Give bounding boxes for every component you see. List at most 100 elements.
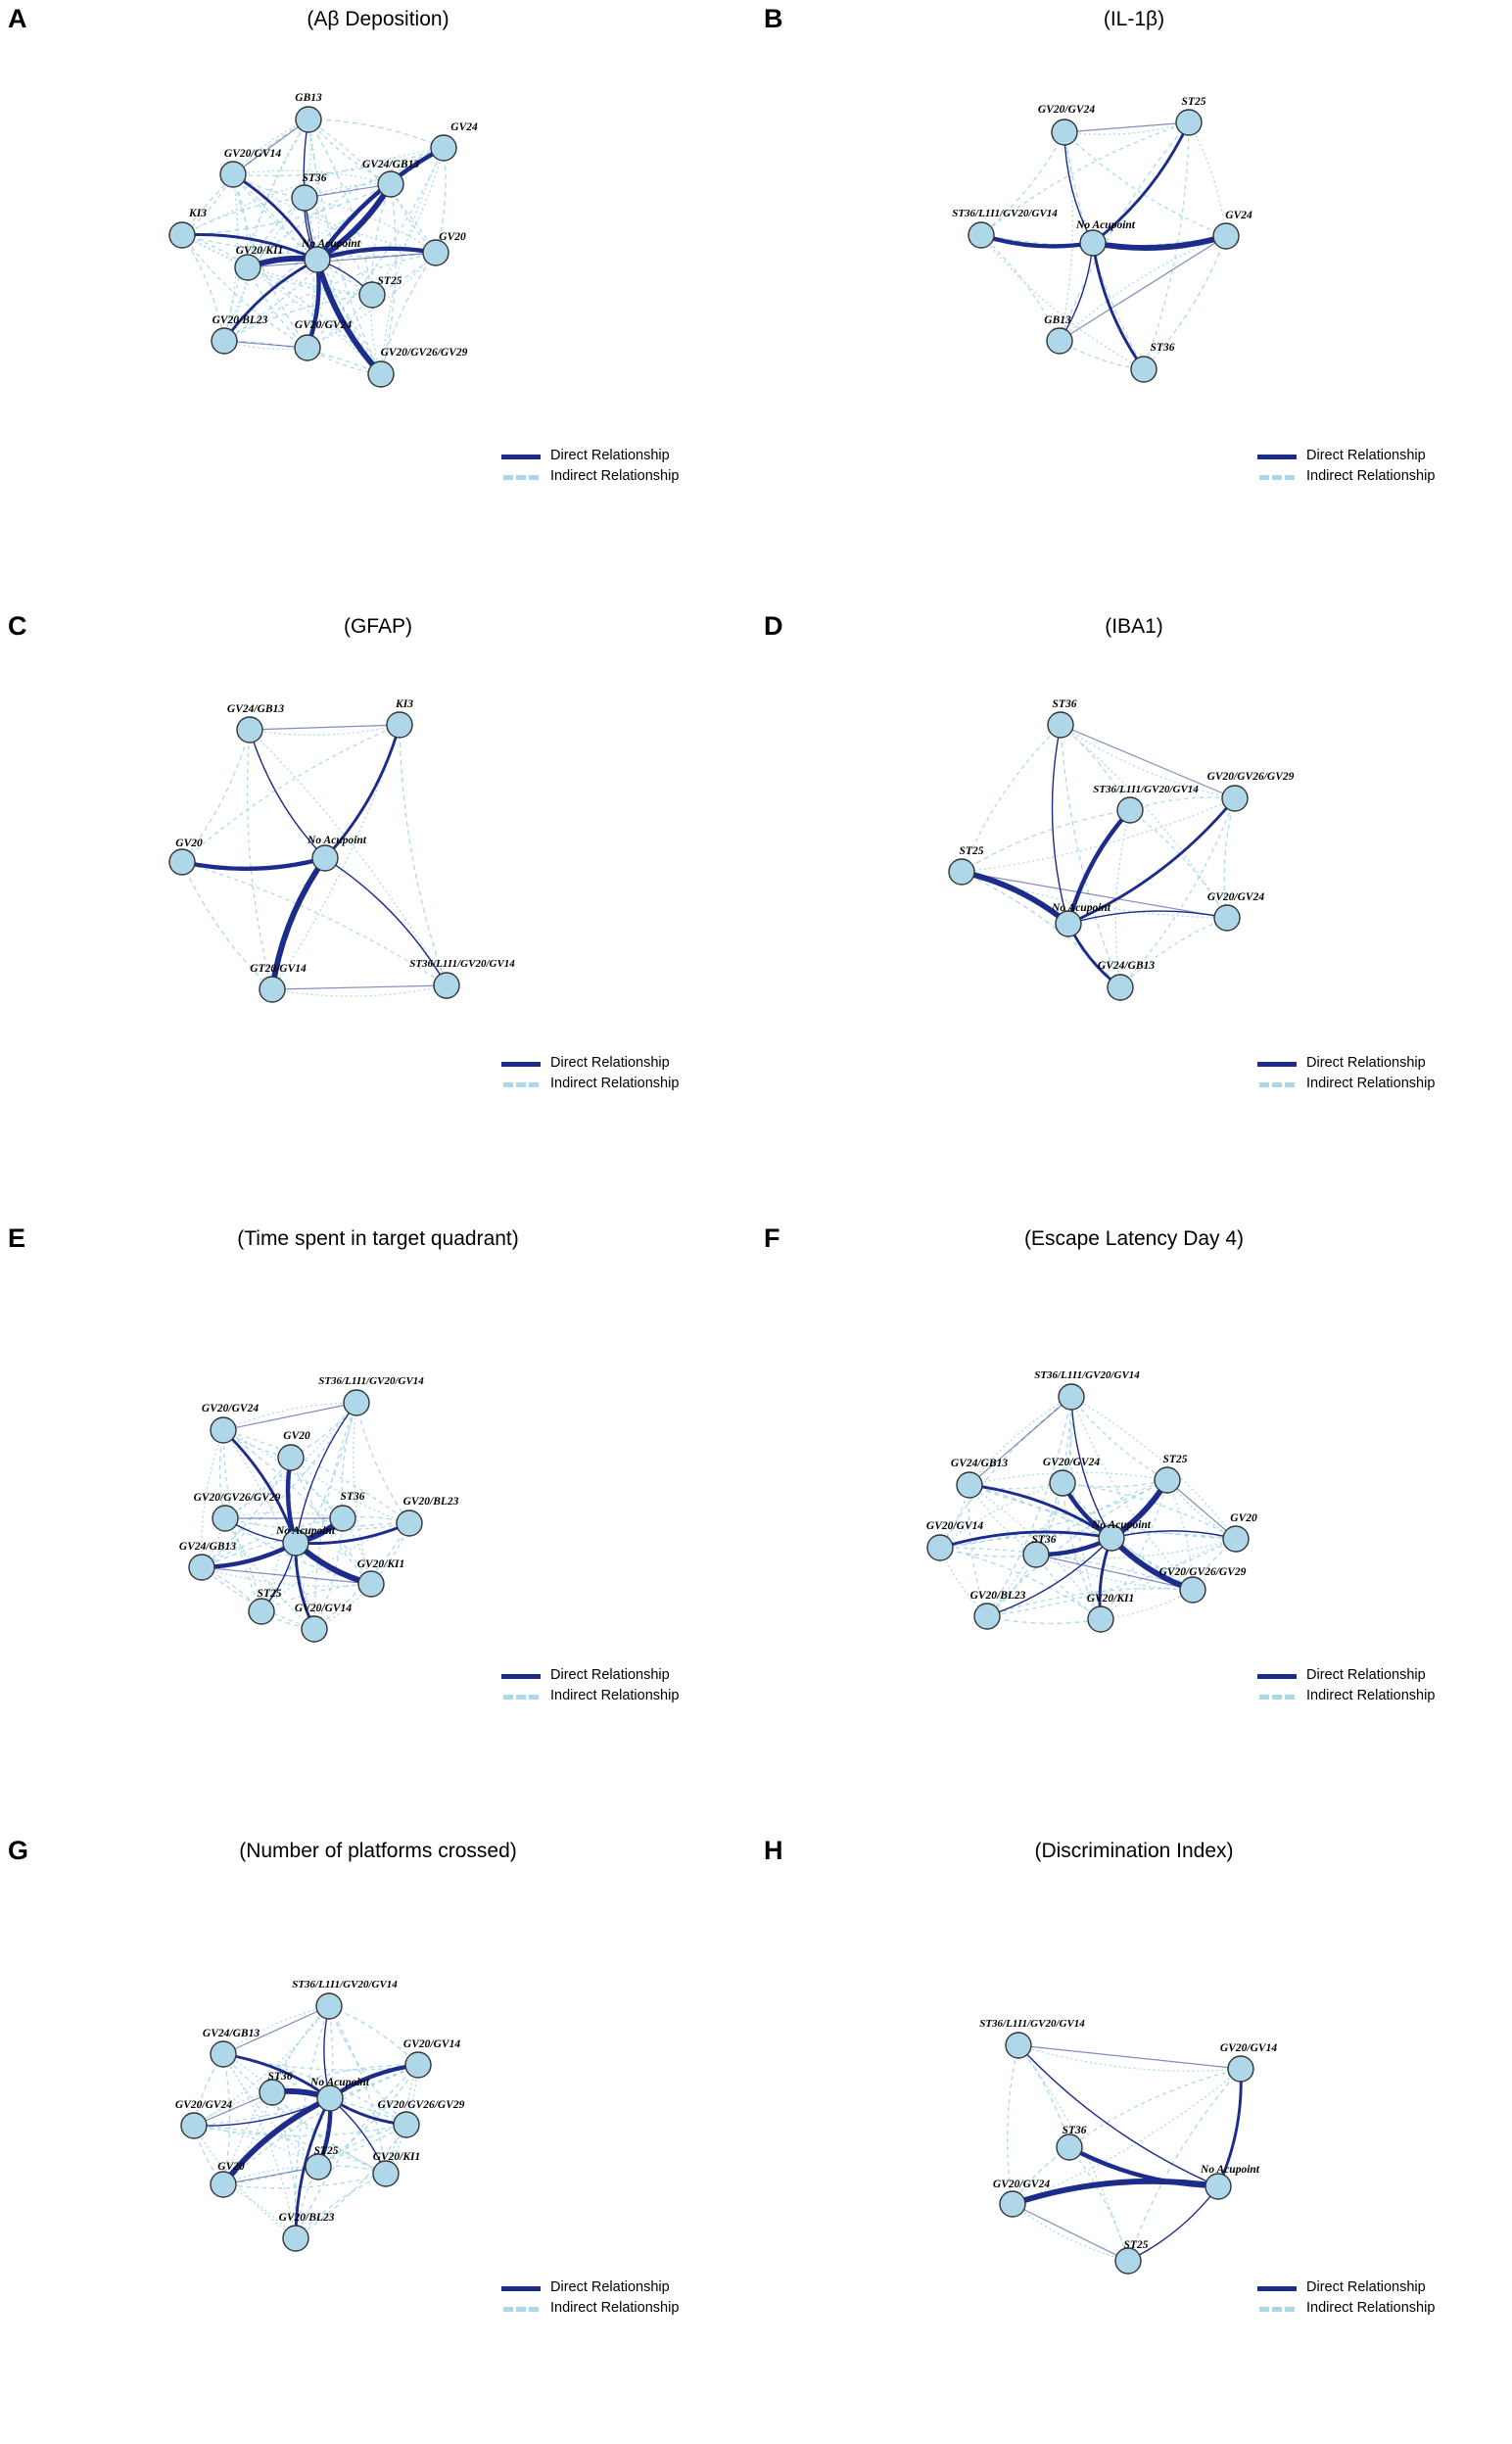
graph-node[interactable] — [248, 1598, 275, 1625]
graph-node[interactable] — [1047, 711, 1074, 739]
node-label: GT20/GV14 — [250, 963, 307, 975]
graph-node[interactable] — [1051, 119, 1078, 146]
graph-node[interactable] — [316, 2085, 344, 2112]
graph-node[interactable] — [358, 281, 386, 309]
graph-node[interactable] — [304, 246, 331, 273]
graph-node[interactable] — [1116, 796, 1144, 824]
graph-node[interactable] — [236, 716, 263, 743]
graph-node[interactable] — [1055, 910, 1082, 937]
graph-node[interactable] — [1221, 785, 1249, 812]
graph-node[interactable] — [433, 972, 460, 999]
graph-node[interactable] — [329, 1505, 356, 1532]
graph-node[interactable] — [1079, 229, 1107, 257]
graph-node[interactable] — [234, 254, 261, 281]
direct-line-icon — [1257, 1669, 1297, 1683]
node-label: GV20/GV26/GV29 — [1158, 1566, 1247, 1578]
node-label: No Acupoint — [302, 238, 360, 250]
graph-node[interactable] — [404, 2051, 432, 2079]
graph-node[interactable] — [1098, 1524, 1125, 1552]
node-label: ST36/L1I1/GV20/GV14 — [409, 958, 515, 970]
graph-node[interactable] — [1049, 1469, 1076, 1497]
graph-node[interactable] — [968, 221, 995, 249]
graph-node[interactable] — [1087, 1605, 1114, 1633]
graph-node[interactable] — [377, 170, 404, 198]
node-label: ST36 — [340, 1491, 365, 1503]
graph-node[interactable] — [1213, 904, 1241, 932]
graph-node[interactable] — [1205, 2173, 1232, 2200]
graph-node[interactable] — [277, 1444, 305, 1471]
graph-node[interactable] — [1046, 327, 1073, 355]
panel-title-d: (IBA1) — [1105, 615, 1163, 638]
graph-node[interactable] — [422, 239, 449, 266]
graph-node[interactable] — [168, 848, 196, 876]
graph-node[interactable] — [1175, 109, 1203, 136]
graph-node[interactable] — [1114, 2247, 1142, 2275]
graph-node[interactable] — [259, 976, 286, 1003]
graph-node[interactable] — [1005, 2032, 1032, 2059]
node-label: GV20 — [217, 2161, 245, 2173]
graph-node[interactable] — [180, 2112, 208, 2139]
panel-letter-c: C — [8, 611, 27, 641]
graph-node[interactable] — [282, 2225, 309, 2252]
graph-node[interactable] — [367, 360, 395, 388]
graph-node[interactable] — [211, 327, 238, 355]
graph-node[interactable] — [1227, 2055, 1254, 2083]
graph-node[interactable] — [1179, 1576, 1206, 1604]
graph-node[interactable] — [1107, 974, 1134, 1001]
graph-node[interactable] — [973, 1603, 1001, 1630]
graph-node[interactable] — [430, 134, 457, 162]
graph-node[interactable] — [1056, 2133, 1083, 2161]
node-label: ST36 — [1062, 2125, 1087, 2136]
graph-node[interactable] — [311, 844, 339, 872]
graph-node[interactable] — [1022, 1541, 1050, 1568]
graph-node[interactable] — [396, 1510, 423, 1537]
legend-item-indirect: Indirect Relationship — [501, 466, 679, 487]
graph-node[interactable] — [372, 2160, 400, 2187]
node-label: GV20/GV14 — [294, 1603, 353, 1614]
node-label: GV20 — [439, 231, 466, 243]
graph-node[interactable] — [210, 2040, 237, 2068]
graph-node[interactable] — [956, 1471, 983, 1499]
graph-node[interactable] — [188, 1554, 215, 1581]
node-label: ST36/L1I1/GV20/GV14 — [952, 208, 1058, 219]
legend-item-direct: Direct Relationship — [501, 1053, 679, 1074]
legend-item-indirect: Indirect Relationship — [1257, 466, 1435, 487]
graph-node[interactable] — [259, 2079, 286, 2106]
graph-node[interactable] — [210, 1416, 237, 1444]
graph-node[interactable] — [386, 711, 413, 739]
graph-node[interactable] — [1154, 1466, 1181, 1494]
graph-node[interactable] — [291, 184, 318, 212]
graph-node[interactable] — [212, 1505, 239, 1532]
node-label: No Acupoint — [276, 1525, 335, 1537]
graph-node[interactable] — [1212, 222, 1240, 250]
direct-line-icon — [1257, 1057, 1297, 1071]
graph-node[interactable] — [357, 1570, 385, 1598]
graph-node[interactable] — [926, 1534, 954, 1561]
graph-node[interactable] — [210, 2171, 237, 2198]
graph-node[interactable] — [1222, 1525, 1250, 1553]
graph-node[interactable] — [168, 221, 196, 249]
graph-node[interactable] — [315, 1992, 343, 2020]
graph-node[interactable] — [219, 161, 247, 188]
graph-node[interactable] — [1058, 1383, 1085, 1411]
graph-node[interactable] — [1130, 356, 1158, 383]
panel-letter-g: G — [8, 1836, 29, 1865]
graph-node[interactable] — [999, 2190, 1026, 2218]
graph-node[interactable] — [301, 1615, 328, 1643]
legend-item-indirect: Indirect Relationship — [501, 1074, 679, 1094]
legend-item-indirect: Indirect Relationship — [501, 1686, 679, 1706]
node-label: GV20/GV26/GV29 — [380, 347, 468, 359]
graph-node[interactable] — [343, 1389, 370, 1416]
network-graph-g — [180, 1992, 432, 2252]
graph-node[interactable] — [393, 2111, 420, 2138]
node-label: GV20/GV24 — [201, 1403, 260, 1414]
node-label: GV20/GV26/GV29 — [193, 1492, 281, 1504]
graph-node[interactable] — [294, 334, 321, 361]
graph-node[interactable] — [948, 858, 975, 886]
panel-letter-e: E — [8, 1223, 26, 1253]
graph-node[interactable] — [305, 2153, 332, 2180]
graph-node[interactable] — [282, 1529, 309, 1557]
graph-node[interactable] — [295, 106, 322, 133]
network-graph-h — [999, 2032, 1254, 2275]
